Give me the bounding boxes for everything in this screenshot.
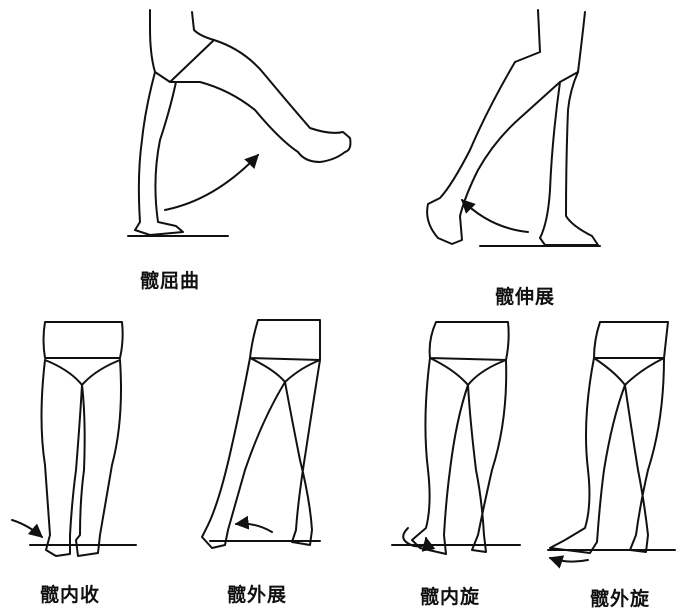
caption-hip-extension: 髋伸展: [495, 282, 555, 309]
abduction-arrow: [236, 524, 272, 532]
rotated-leg: [550, 358, 625, 553]
caption-hip-abduction: 髋外展: [227, 580, 287, 607]
hip-extension-figure: [427, 10, 600, 246]
rotated-leg: [412, 358, 468, 554]
torso-outline: [515, 10, 585, 82]
pelvis-outline: [430, 322, 509, 385]
extension-arrow: [462, 200, 528, 232]
abducted-leg: [202, 358, 285, 548]
left-leg: [42, 360, 83, 556]
caption-hip-adduction: 髋内收: [40, 580, 100, 607]
pelvis-outline: [250, 320, 320, 382]
standing-leg: [285, 360, 320, 545]
hip-flexion-figure: [128, 10, 350, 236]
caption-hip-external-rotation: 髋外旋: [590, 584, 650, 611]
caption-hip-internal-rotation: 髋内旋: [420, 582, 480, 609]
hip-internal-rotation-figure: [392, 322, 520, 554]
adduction-arrow: [12, 520, 42, 537]
right-leg: [76, 360, 121, 556]
caption-hip-flexion: 髋屈曲: [140, 266, 200, 293]
flexion-arrow: [165, 155, 258, 210]
pelvis-outline: [44, 322, 123, 385]
raised-leg: [170, 40, 350, 162]
external-rotation-arrow: [550, 558, 588, 562]
standing-leg: [540, 72, 598, 245]
hip-abduction-figure: [202, 320, 320, 548]
extended-leg: [427, 62, 560, 244]
hip-adduction-figure: [12, 322, 136, 556]
standing-leg: [468, 360, 506, 552]
standing-leg: [135, 72, 183, 235]
standing-leg: [625, 358, 664, 552]
hip-external-rotation-figure: [548, 322, 675, 562]
pelvis-outline: [594, 322, 668, 385]
